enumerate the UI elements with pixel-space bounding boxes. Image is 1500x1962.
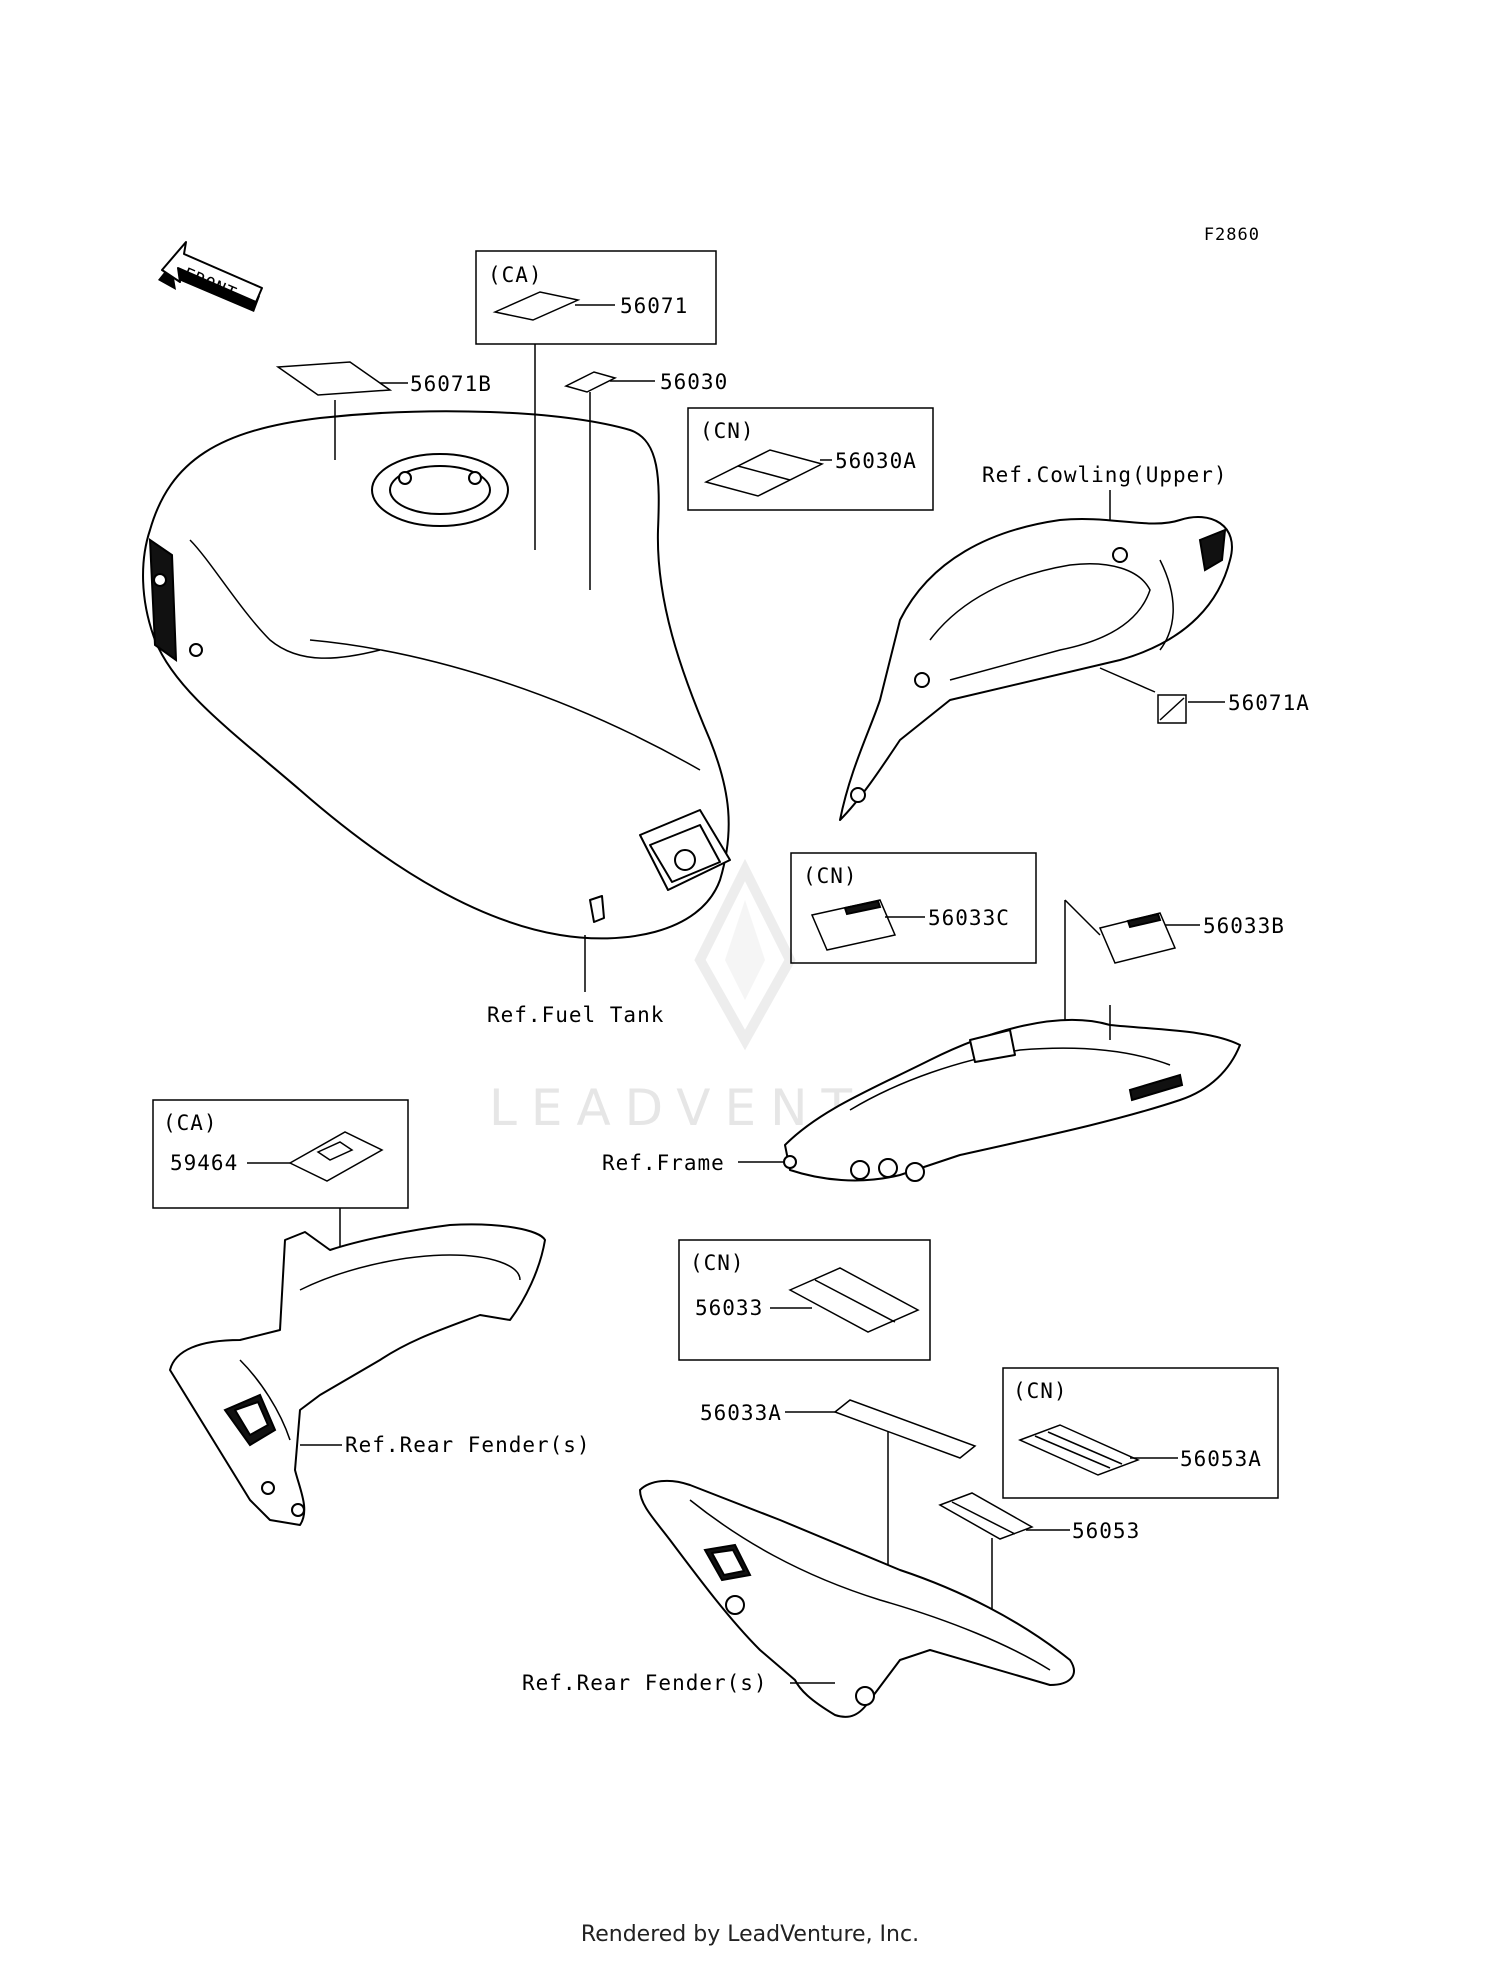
decal-56071-icon [492, 291, 581, 321]
callout-56030: 56030 [660, 370, 728, 394]
decal-56053-icon [938, 1492, 1034, 1540]
ref-rear-fender-1: Ref.Rear Fender(s) [345, 1433, 591, 1457]
region-box-cn-2 [790, 852, 1037, 964]
region-label-cn-1: (CN) [700, 419, 755, 443]
ref-rear-fender-2: Ref.Rear Fender(s) [522, 1671, 768, 1695]
region-label-ca-1: (CA) [488, 263, 543, 287]
decal-56053A-icon [1018, 1424, 1140, 1476]
decal-56030-icon [563, 371, 618, 393]
callout-56030A: 56030A [835, 449, 917, 473]
cowling-upper-drawing [839, 515, 1233, 821]
callout-56033A: 56033A [700, 1401, 782, 1425]
footer-credit: Rendered by LeadVenture, Inc. [580, 1922, 920, 1947]
callout-56071A: 56071A [1228, 691, 1310, 715]
region-box-cn-1 [687, 407, 934, 511]
callout-59464: 59464 [170, 1151, 238, 1175]
region-label-cn-4: (CN) [1013, 1379, 1068, 1403]
figure-code: F2860 [1204, 225, 1260, 245]
callout-56033B: 56033B [1203, 914, 1285, 938]
region-box-ca-2 [152, 1099, 409, 1209]
front-arrow-icon: FRONT [158, 241, 263, 312]
ref-frame: Ref.Frame [602, 1151, 725, 1175]
ref-fuel-tank: Ref.Fuel Tank [487, 1003, 664, 1027]
watermark-logo-icon [694, 858, 796, 1051]
region-label-ca-2: (CA) [163, 1111, 218, 1135]
fuel-tank-drawing [142, 410, 731, 940]
decal-56071B-icon [275, 361, 393, 396]
callout-56053A: 56053A [1180, 1447, 1262, 1471]
rear-fender-1-drawing [169, 1223, 546, 1526]
frame-drawing [783, 1018, 1241, 1182]
region-box-ca-1 [475, 250, 717, 345]
region-label-cn-3: (CN) [690, 1251, 745, 1275]
ref-cowling-upper: Ref.Cowling(Upper) [982, 463, 1228, 487]
decal-56033A-icon [833, 1399, 977, 1459]
region-box-cn-4 [1002, 1367, 1279, 1499]
rear-fender-2-drawing [639, 1479, 1075, 1718]
region-box-cn-3 [678, 1239, 931, 1361]
callout-56071: 56071 [620, 294, 688, 318]
region-label-cn-2: (CN) [803, 864, 858, 888]
callout-56053: 56053 [1072, 1519, 1140, 1543]
callout-56033C: 56033C [928, 906, 1010, 930]
callout-56071B: 56071B [410, 372, 492, 396]
callout-56033: 56033 [695, 1296, 763, 1320]
